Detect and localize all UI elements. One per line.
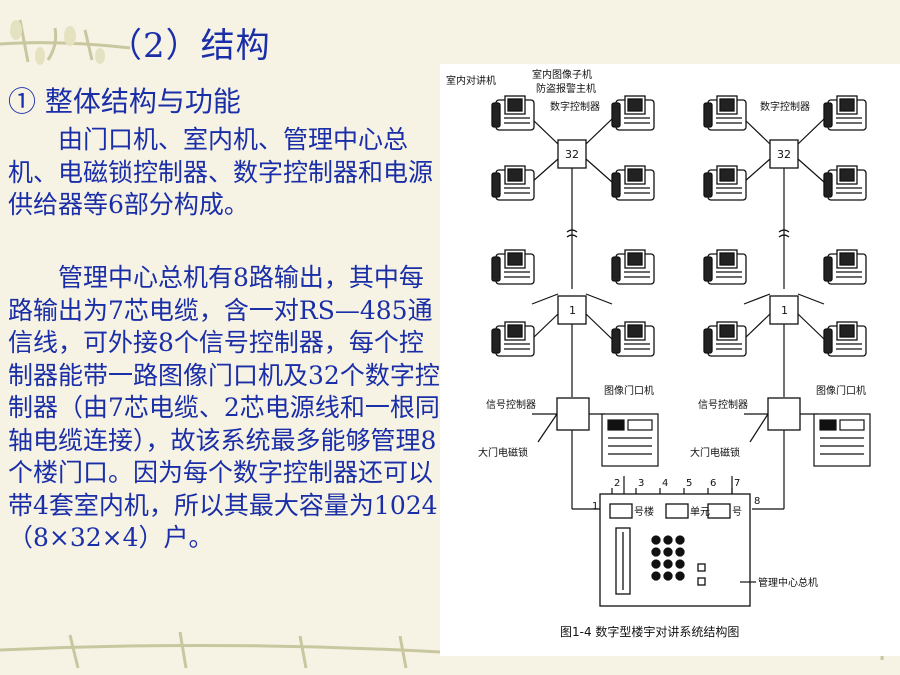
label-field-number: 号 [732,506,742,518]
host-ports [611,488,733,494]
branch-bottom [0,631,441,669]
label-controller-32-left: 32 [565,148,579,161]
figure-caption: 图1-4 数字型楼宇对讲系统结构图 [560,624,739,639]
paragraph-components: 由门口机、室内机、管理中心总机、电磁锁控制器、数字控制器和电源供给器等6部分构成… [8,125,434,219]
label-digital-controller-right: 数字控制器 [760,100,810,113]
controller-boxes [556,139,801,431]
label-signal-controller-right: 信号控制器 [698,398,748,411]
label-port-4: 4 [662,478,668,489]
door-unit-left [601,413,659,467]
label-digital-controller-left: 数字控制器 [550,100,600,113]
label-controller-32-right: 32 [777,148,791,161]
door-unit-right [813,413,871,467]
label-signal-controller-left: 信号控制器 [486,398,536,411]
slide-title: （2）结构 [108,26,271,66]
paragraph-capacity: 管理中心总机有8路输出，其中每路输出为7芯电缆，含一对RS—485通信线，可外接… [8,263,440,552]
label-controller-1-left: 1 [569,304,576,317]
label-field-unit: 单元 [690,506,710,518]
label-door-unit-right: 图像门口机 [816,384,866,397]
label-port-1: 1 [592,501,598,512]
label-anti-theft-host: 防盗报警主机 [536,82,596,95]
label-door-unit-left: 图像门口机 [604,384,654,397]
label-gate-lock-left: 大门电磁锁 [478,446,528,459]
label-indoor-intercom: 室内对讲机 [446,74,496,87]
label-port-3: 3 [638,478,644,489]
management-host-box [599,493,751,607]
label-port-2: 2 [614,478,620,489]
system-structure-diagram: 室内图像子机 室内对讲机 防盗报警主机 数字控制器 数字控制器 32 32 1 … [440,64,900,656]
label-management-host: 管理中心总机 [758,576,818,589]
section-subtitle: ① 整体结构与功能 [8,85,241,118]
label-gate-lock-right: 大门电磁锁 [690,446,740,459]
label-port-7: 7 [734,478,740,489]
break-marks [566,229,790,238]
label-indoor-image-unit: 室内图像子机 [532,68,592,81]
label-port-8: 8 [754,496,760,507]
leaves-top-left [10,20,105,65]
label-port-5: 5 [686,478,692,489]
label-controller-1-right: 1 [781,304,788,317]
label-field-building: 号楼 [634,505,654,518]
label-port-6: 6 [710,478,716,489]
